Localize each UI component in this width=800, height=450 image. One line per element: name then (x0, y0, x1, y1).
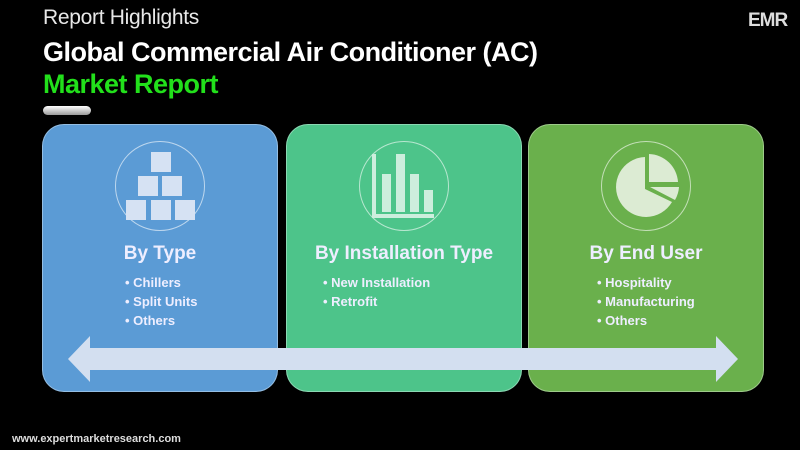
footer-website: www.expertmarketresearch.com (12, 433, 181, 445)
card-title: By Installation Type (314, 243, 494, 264)
pie-chart-icon (601, 141, 691, 231)
emr-logo: EMR (748, 10, 788, 31)
card-list: Hospitality Manufacturing Others (597, 273, 695, 330)
double-arrow-icon (68, 336, 738, 382)
report-kicker: Report Highlights (43, 6, 199, 29)
card-title: By End User (589, 243, 703, 264)
bar-chart-icon (359, 141, 449, 231)
boxes-icon (115, 141, 205, 231)
page-title: Global Commercial Air Conditioner (AC) (43, 37, 538, 67)
list-item: Chillers (125, 273, 197, 292)
list-item: Retrofit (323, 292, 430, 311)
list-item: Split Units (125, 292, 197, 311)
list-item: Manufacturing (597, 292, 695, 311)
list-item: Hospitality (597, 273, 695, 292)
list-item: Others (597, 311, 695, 330)
list-item: New Installation (323, 273, 430, 292)
page-subtitle: Market Report (43, 69, 219, 99)
list-item: Others (125, 311, 197, 330)
card-list: New Installation Retrofit (323, 273, 430, 311)
card-list: Chillers Split Units Others (125, 273, 197, 330)
card-title: By Type (123, 243, 197, 264)
decorative-pill (43, 106, 91, 115)
card-by-installation-type: By Installation Type New Installation Re… (286, 124, 522, 392)
